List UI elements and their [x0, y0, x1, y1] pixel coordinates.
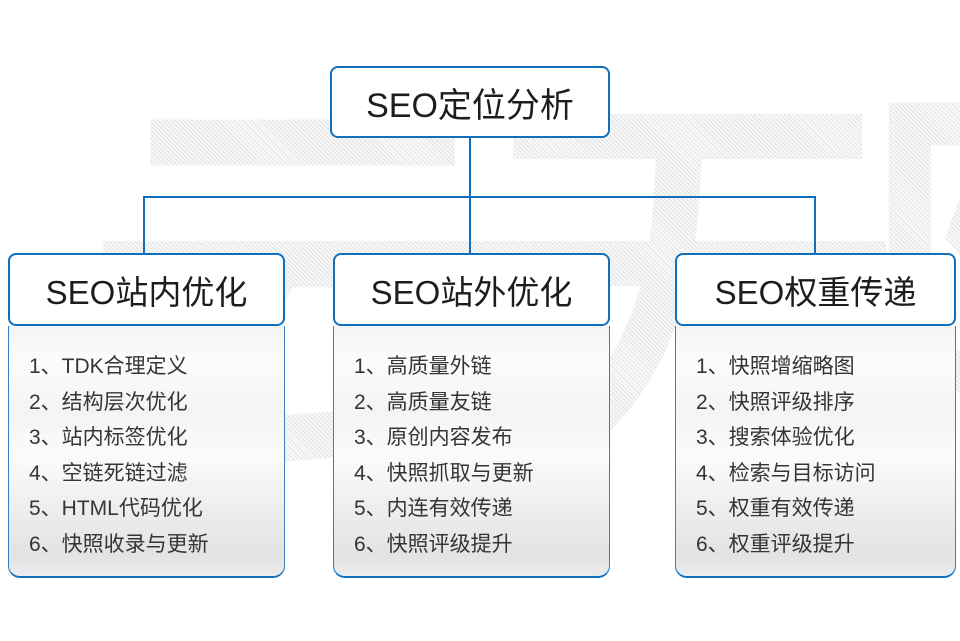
list-item: 5、内连有效传递 — [354, 497, 513, 520]
list-item: 2、结构层次优化 — [29, 390, 188, 414]
list-item: 3、搜索体验优化 — [696, 426, 855, 449]
list-item: 6、快照收录与更新 — [29, 532, 209, 556]
branch-column-offsite: SEO站外优化 1、高质量外链 2、高质量友链 3、原创内容发布 4、快照抓取与… — [333, 253, 610, 578]
connector-drop-left — [143, 196, 145, 254]
connector-root-vertical — [469, 137, 471, 197]
branch-list-weight: 1、快照增缩略图 2、快照评级排序 3、搜索体验优化 4、检索与目标访问 5、权… — [675, 326, 956, 578]
list-item: 2、高质量友链 — [354, 390, 492, 414]
list-item: 6、权重评级提升 — [696, 532, 855, 556]
list-item: 3、原创内容发布 — [354, 426, 513, 449]
root-node: SEO定位分析 — [330, 66, 610, 138]
branch-title: SEO站外优化 — [370, 273, 573, 311]
branch-title: SEO权重传递 — [714, 273, 917, 311]
list-item: 4、检索与目标访问 — [696, 461, 876, 485]
branch-header-offsite: SEO站外优化 — [333, 253, 610, 326]
branch-header-weight: SEO权重传递 — [675, 253, 956, 326]
branch-column-weight: SEO权重传递 1、快照增缩略图 2、快照评级排序 3、搜索体验优化 4、检索与… — [675, 253, 956, 578]
branch-column-onsite: SEO站内优化 1、TDK合理定义 2、结构层次优化 3、站内标签优化 4、空链… — [8, 253, 285, 578]
connector-horizontal — [143, 196, 816, 198]
branch-list-onsite: 1、TDK合理定义 2、结构层次优化 3、站内标签优化 4、空链死链过滤 5、H… — [8, 326, 285, 578]
branch-header-onsite: SEO站内优化 — [8, 253, 285, 326]
list-item: 4、快照抓取与更新 — [354, 461, 534, 485]
list-item: 1、高质量外链 — [354, 355, 492, 378]
list-item: 3、站内标签优化 — [29, 426, 188, 449]
list-item: 6、快照评级提升 — [354, 532, 513, 556]
list-item: 5、权重有效传递 — [696, 497, 855, 520]
branch-list-offsite: 1、高质量外链 2、高质量友链 3、原创内容发布 4、快照抓取与更新 5、内连有… — [333, 326, 610, 578]
list-item: 1、快照增缩略图 — [696, 355, 855, 378]
branch-items: 1、高质量外链 2、高质量友链 3、原创内容发布 4、快照抓取与更新 5、内连有… — [334, 326, 609, 562]
connector-drop-middle — [469, 196, 471, 254]
branch-title: SEO站内优化 — [45, 273, 248, 311]
branch-items: 1、TDK合理定义 2、结构层次优化 3、站内标签优化 4、空链死链过滤 5、H… — [9, 326, 284, 562]
list-item: 2、快照评级排序 — [696, 390, 855, 414]
branch-items: 1、快照增缩略图 2、快照评级排序 3、搜索体验优化 4、检索与目标访问 5、权… — [676, 326, 955, 562]
list-item: 1、TDK合理定义 — [29, 355, 188, 378]
connector-drop-right — [814, 196, 816, 254]
root-node-title: SEO定位分析 — [366, 86, 574, 125]
list-item: 5、HTML代码优化 — [29, 497, 203, 520]
list-item: 4、空链死链过滤 — [29, 461, 188, 485]
